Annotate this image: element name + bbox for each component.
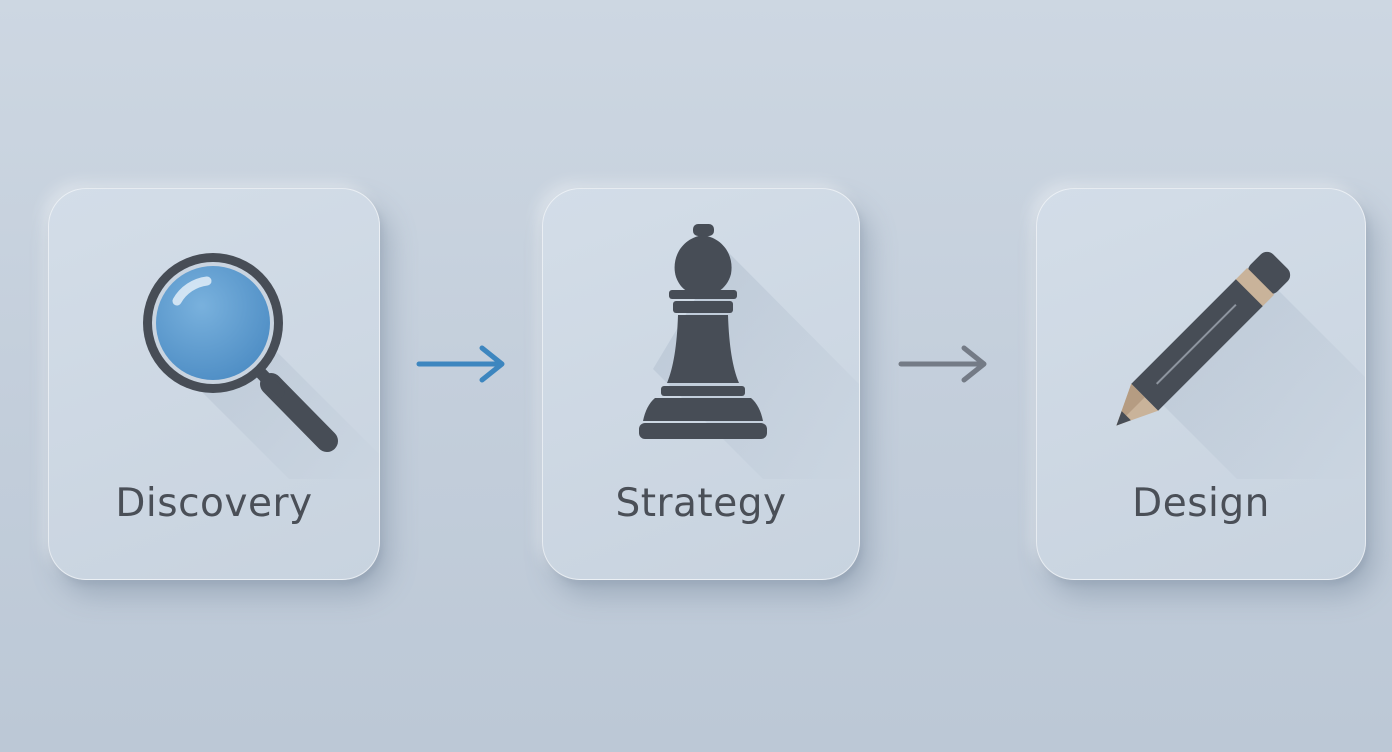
magnifying-glass-icon	[49, 189, 379, 479]
chess-pawn-icon	[543, 189, 859, 479]
arrow-right-icon	[898, 344, 990, 390]
step-label-strategy: Strategy	[615, 481, 787, 526]
arrow-right-icon	[416, 344, 508, 390]
step-card-design: Design	[1036, 188, 1366, 580]
pencil-icon	[1037, 189, 1365, 479]
step-card-strategy: Strategy	[542, 188, 860, 580]
step-card-discovery: Discovery	[48, 188, 380, 580]
step-label-design: Design	[1132, 481, 1270, 526]
step-label-discovery: Discovery	[115, 481, 313, 526]
